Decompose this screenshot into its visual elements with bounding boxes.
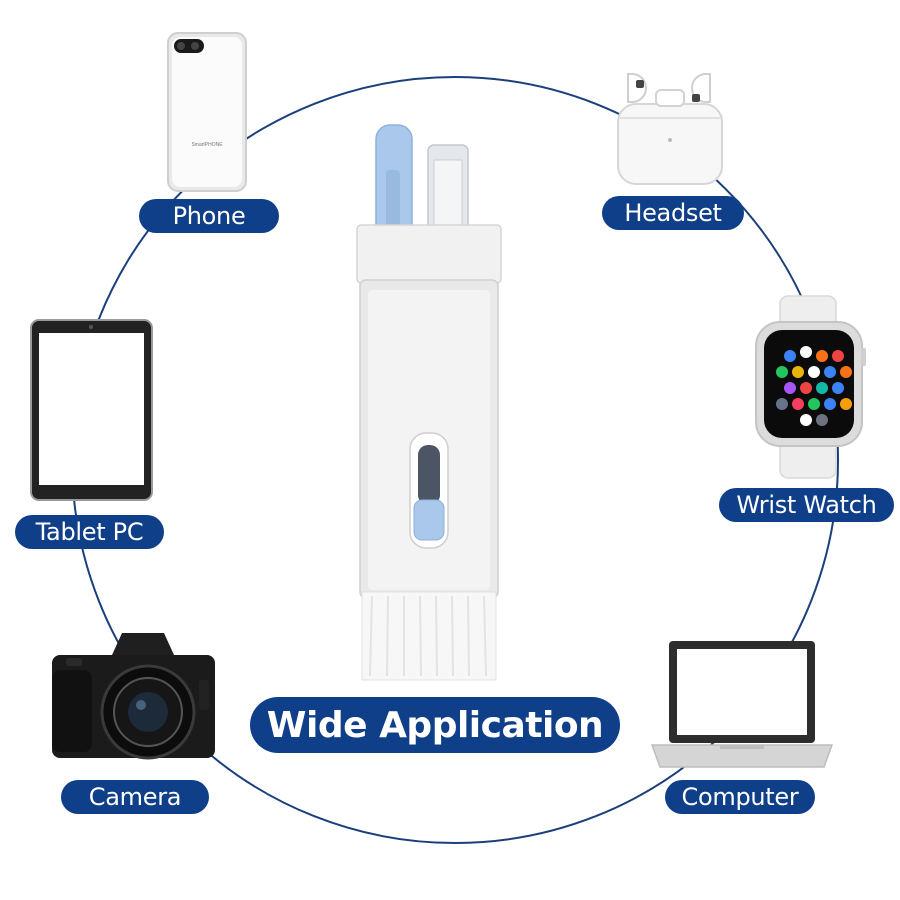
phone-printed-text: SmartPHONE — [191, 142, 223, 148]
camera-image — [52, 633, 215, 760]
label-tablet-pc: Tablet PC — [15, 515, 164, 549]
computer-image — [650, 641, 834, 768]
label-wrist-watch: Wrist Watch — [719, 488, 894, 522]
label-camera: Camera — [61, 780, 209, 814]
tablet-image — [30, 319, 153, 501]
label-computer: Computer — [665, 780, 815, 814]
cleaning-pen-product — [356, 124, 502, 681]
headset-image — [617, 73, 723, 185]
headline-wide-application: Wide Application — [250, 697, 620, 753]
watch-app-icons — [776, 346, 852, 426]
label-headset: Headset — [602, 196, 744, 230]
phone-image: SmartPHONE — [167, 32, 247, 192]
label-phone: Phone — [139, 199, 279, 233]
watch-image — [755, 295, 866, 479]
